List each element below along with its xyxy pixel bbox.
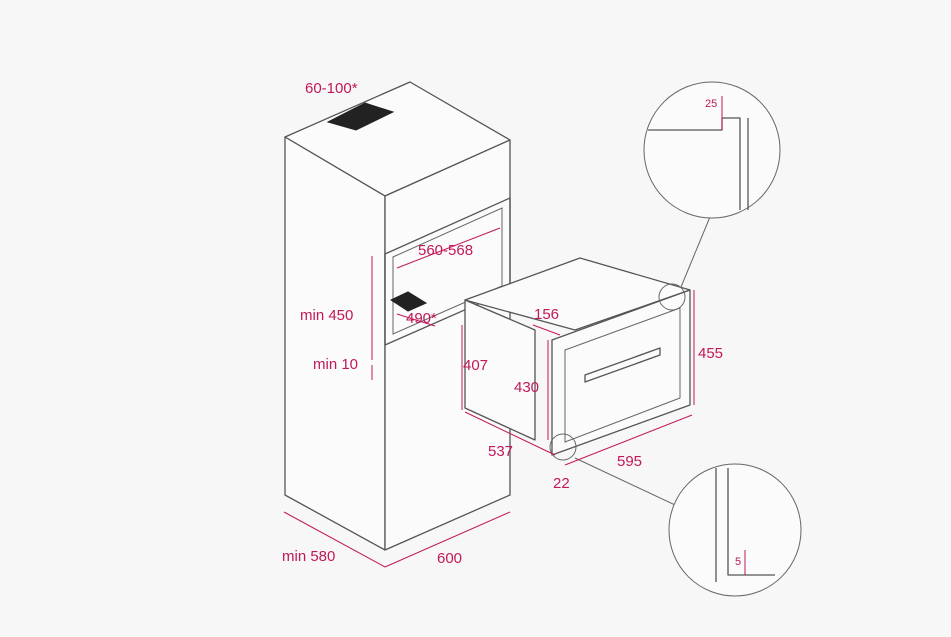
dimension-lines <box>283 227 695 568</box>
oven-handle <box>584 347 661 383</box>
bottom-vent-opening <box>389 291 428 312</box>
label-vent-top: 60-100* <box>305 80 358 97</box>
label-cabinet-depth: min 580 <box>282 548 335 565</box>
tall-cabinet <box>284 81 511 551</box>
label-oven-top-step: 156 <box>534 306 559 323</box>
label-oven-width: 595 <box>617 453 642 470</box>
label-oven-depth: 537 <box>488 443 513 460</box>
top-vent-opening <box>326 102 395 131</box>
label-oven-total-height: 455 <box>698 345 723 362</box>
oven-door <box>564 307 681 443</box>
label-niche-clearance: min 10 <box>313 356 358 373</box>
label-detail-top-gap: 25 <box>705 98 717 110</box>
cabinet-front-face <box>384 139 511 551</box>
label-niche-height: min 450 <box>300 307 353 324</box>
detail-callout-top <box>643 81 781 288</box>
label-oven-body-height: 407 <box>463 357 488 374</box>
oven <box>464 257 691 461</box>
detail-marker-bottom <box>549 433 577 461</box>
label-cabinet-width: 600 <box>437 550 462 567</box>
oven-side-face <box>464 299 536 441</box>
detail-callout-bottom <box>574 457 802 597</box>
label-niche-width: 560-568 <box>418 242 473 259</box>
label-oven-front-height: 430 <box>514 379 539 396</box>
oven-front-panel <box>551 289 691 456</box>
label-vent-bottom: 490* <box>406 310 437 327</box>
label-detail-bottom-gap: 5 <box>735 556 741 568</box>
cabinet-left-face <box>284 136 386 551</box>
dimension-labels: 60-100* 560-568 min 450 min 10 490* min … <box>282 80 741 568</box>
label-oven-panel-offset: 22 <box>553 475 570 492</box>
detail-marker-top <box>658 283 686 311</box>
